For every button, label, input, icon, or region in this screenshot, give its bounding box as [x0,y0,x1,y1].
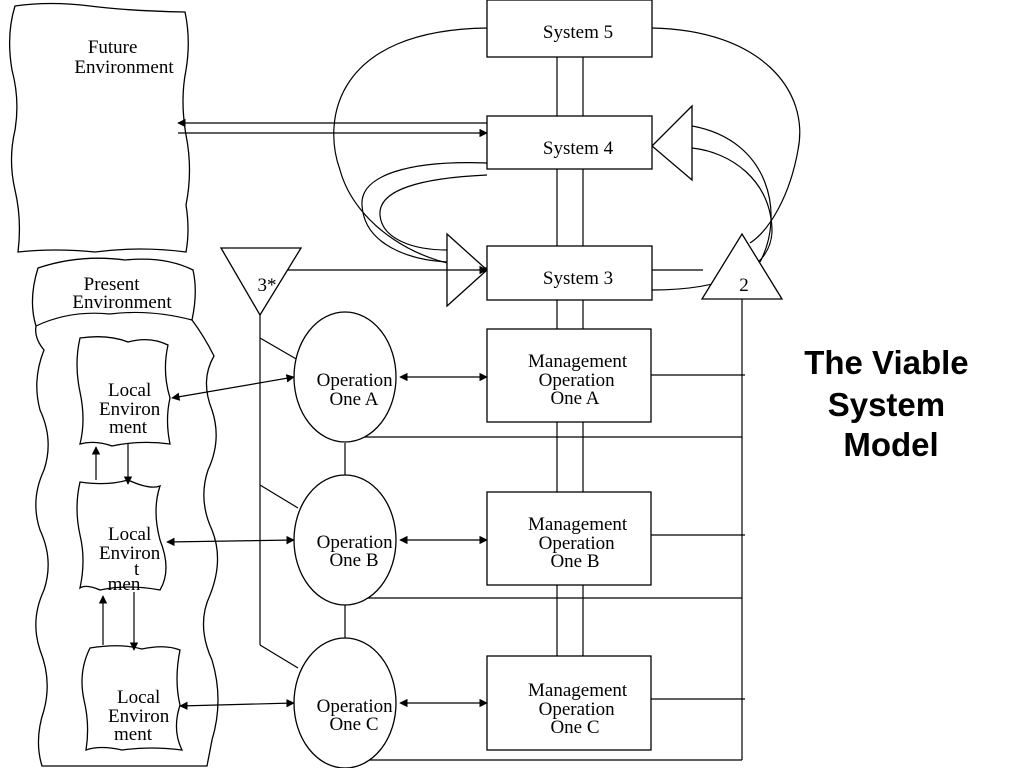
management-operation-c-box [486,655,652,751]
local-environment-a-shape [76,336,171,447]
diagram-title: The Viable System Model [804,344,978,463]
future-environment-shape [8,2,191,253]
system4-label: System 4 [543,138,614,159]
local-environment-a-label: Local Environ ment [99,380,165,438]
present-environment-label: Present Environment [72,274,172,313]
management-operation-b-label: Management Operation One B [528,514,632,572]
local-environment-c-label: Local Environ ment [108,687,174,745]
future-environment-label: Future Environment [74,37,174,78]
system3-label: System 3 [543,268,613,289]
system5-box [486,0,653,58]
present-environment-line2: Environment [72,292,172,313]
system4-box [486,115,653,170]
system2-label: 2 [739,275,749,296]
system4-to-system3-arrow [361,162,488,263]
management-operation-a-label: Management Operation One A [528,351,632,409]
operation-c-label: Operation One C [317,696,398,735]
system5-system3-loop [333,27,488,269]
management-operation-c-label: Management Operation One C [528,680,632,738]
present-environment-divider [35,311,193,327]
management-operation-a-box [486,328,652,423]
local-environment-b-label: Local Environ t men [99,524,165,595]
future-environment-line2: Environment [74,57,174,78]
management-operation-b-box [486,491,652,586]
system5-label: System 5 [543,22,613,43]
system2-triangle [700,232,784,300]
system3-star-label: 3* [258,275,277,296]
future-environment-line1: Future [88,37,138,58]
present-environment-line1: Present [84,274,141,295]
local-environment-b-shape [76,479,167,591]
system3-box [486,245,653,301]
local-environment-c-shape [81,645,184,751]
operation-b-label: Operation One B [317,532,398,571]
system3-star-triangle [219,247,303,317]
operation-a-label: Operation One A [317,370,398,410]
